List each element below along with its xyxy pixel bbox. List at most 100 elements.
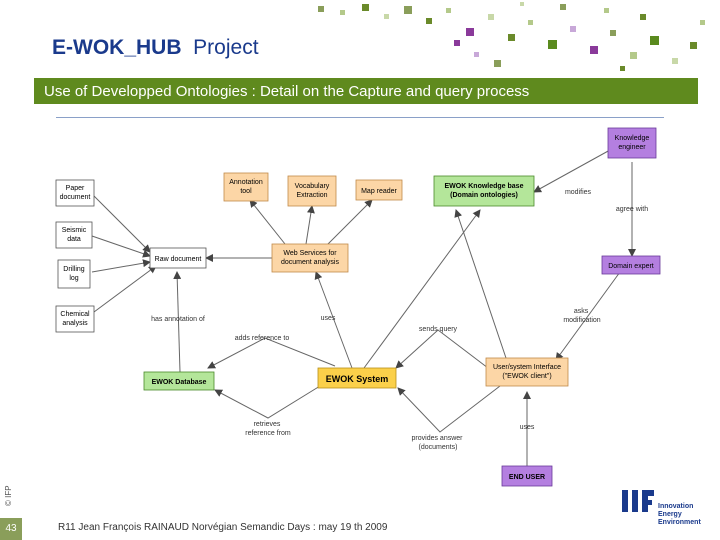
node-kb-line-1: EWOK Knowledge base [445,183,524,190]
decorative-square [620,66,625,71]
node-drilling-line-1: Drilling [63,266,85,273]
decorative-square [672,58,678,64]
node-knowledge-line-2: engineer [618,144,646,151]
node-paper-line-2: document [60,194,91,201]
svg-text:Map reader: Map reader [361,188,397,195]
edge-labels: modifies agree with asks modification ha… [151,189,648,451]
node-map-reader: Map reader [355,179,403,201]
node-ewok-database: EWOK Database [143,371,215,391]
decorative-square [590,46,598,54]
edge-ewoksys-webservices [314,271,353,369]
svg-text:EWOK Knowledge base(Domain ont: EWOK Knowledge base (Domain ontologies) [445,183,524,199]
node-annotation-tool: Annotation tool [223,172,269,202]
decorative-square [446,8,451,13]
edge-adds-reference [207,337,336,369]
node-chemical-line-1: Chemical [60,311,90,318]
label-adds-reference: adds reference to [235,335,290,342]
decorative-square [318,6,324,12]
decorative-square [466,28,474,36]
edge-webservices-vocab [305,205,315,245]
decorative-square [690,42,697,49]
logo-bar-1 [622,490,628,512]
edge-webservices-annotation [249,199,286,245]
svg-text:Domain expert: Domain expert [608,263,654,270]
label-uses-1: uses [321,315,336,322]
label-adds-reference-line: adds reference to [235,335,290,342]
decorative-square [474,52,479,57]
node-annotation-line-2: tool [240,188,252,195]
label-retrieves-line-2: reference from [245,430,291,437]
label-provides-answer: provides answer (documents) [412,435,465,451]
label-provides-line-1: provides answer [412,435,464,442]
label-agree-with: agree with [616,206,648,213]
edge-ui-kb [454,209,507,359]
decorative-square [650,36,659,45]
svg-text:EWOK System: EWOK System [326,374,389,384]
decorative-square [610,30,616,36]
node-ui-line-1: User/system Interface [493,364,561,371]
subtitle: Use of Developped Ontologies : Detail on… [44,83,530,100]
decorative-square [548,40,557,49]
footer-text: R11 Jean François RAINAUD Norvégian Sema… [58,522,388,533]
copyright-text: © IFP [4,485,13,506]
decorative-square [340,10,345,15]
edge-seismic-rawdoc [91,235,151,258]
decorative-square [454,40,460,46]
node-drilling-line-2: log [69,275,78,282]
node-ui-line-2: ("EWOK client") [502,373,551,380]
label-sends-query-line: sends query [419,326,458,333]
decorative-square [560,4,566,10]
node-mapreader-line: Map reader [361,188,397,195]
decorative-square [570,26,576,32]
logo-line-energy: Energy [658,511,682,518]
subtitle-bar [34,78,698,104]
node-kb-line-2: (Domain ontologies) [450,192,518,199]
decorative-squares [318,2,705,71]
label-has-annotation-line: has annotation of [151,316,205,323]
node-raw-document: Raw document [149,247,207,269]
node-chemical-analysis: Chemical analysis [55,305,95,333]
node-seismic-line-1: Seismic [62,227,87,234]
title-project-word: Project [193,36,259,59]
edge-modifies [533,149,611,193]
page-number: 43 [0,518,22,540]
label-uses-2: uses [520,424,535,431]
node-seismic-data: Seismic data [55,221,93,249]
edge-paper-rawdoc [93,195,151,253]
decorative-square [384,14,389,19]
edge-drilling-rawdoc [91,259,151,273]
label-asks-line-1: asks [574,308,589,315]
decorative-square [640,14,646,20]
edge-sends-query [395,329,489,369]
node-rawdoc-line: Raw document [155,256,202,263]
node-chemical-line-2: analysis [62,320,88,327]
svg-text:User/system Interface("EWOK cl: User/system Interface ("EWOK client") [493,364,561,380]
label-agree-line: agree with [616,206,648,213]
node-vocab-line-2: Extraction [296,192,327,199]
node-annotation-line-1: Annotation [229,179,263,186]
ifp-logo [622,490,654,512]
svg-text:EWOK Database: EWOK Database [152,379,207,386]
decorative-square [426,18,432,24]
node-domain-expert: Domain expert [601,255,661,275]
node-end-user: END USER [501,465,553,487]
edge-chemical-rawdoc [93,265,157,313]
edge-webservices-mapreader [325,199,373,247]
decorative-square [700,20,705,25]
diagram-edges [91,149,636,466]
label-sends-query: sends query [419,326,458,333]
label-retrieves: retrieves reference from [245,421,291,437]
copyright: © IFP [2,470,16,510]
decorative-square [520,2,524,6]
node-seismic-line-2: data [67,236,81,243]
